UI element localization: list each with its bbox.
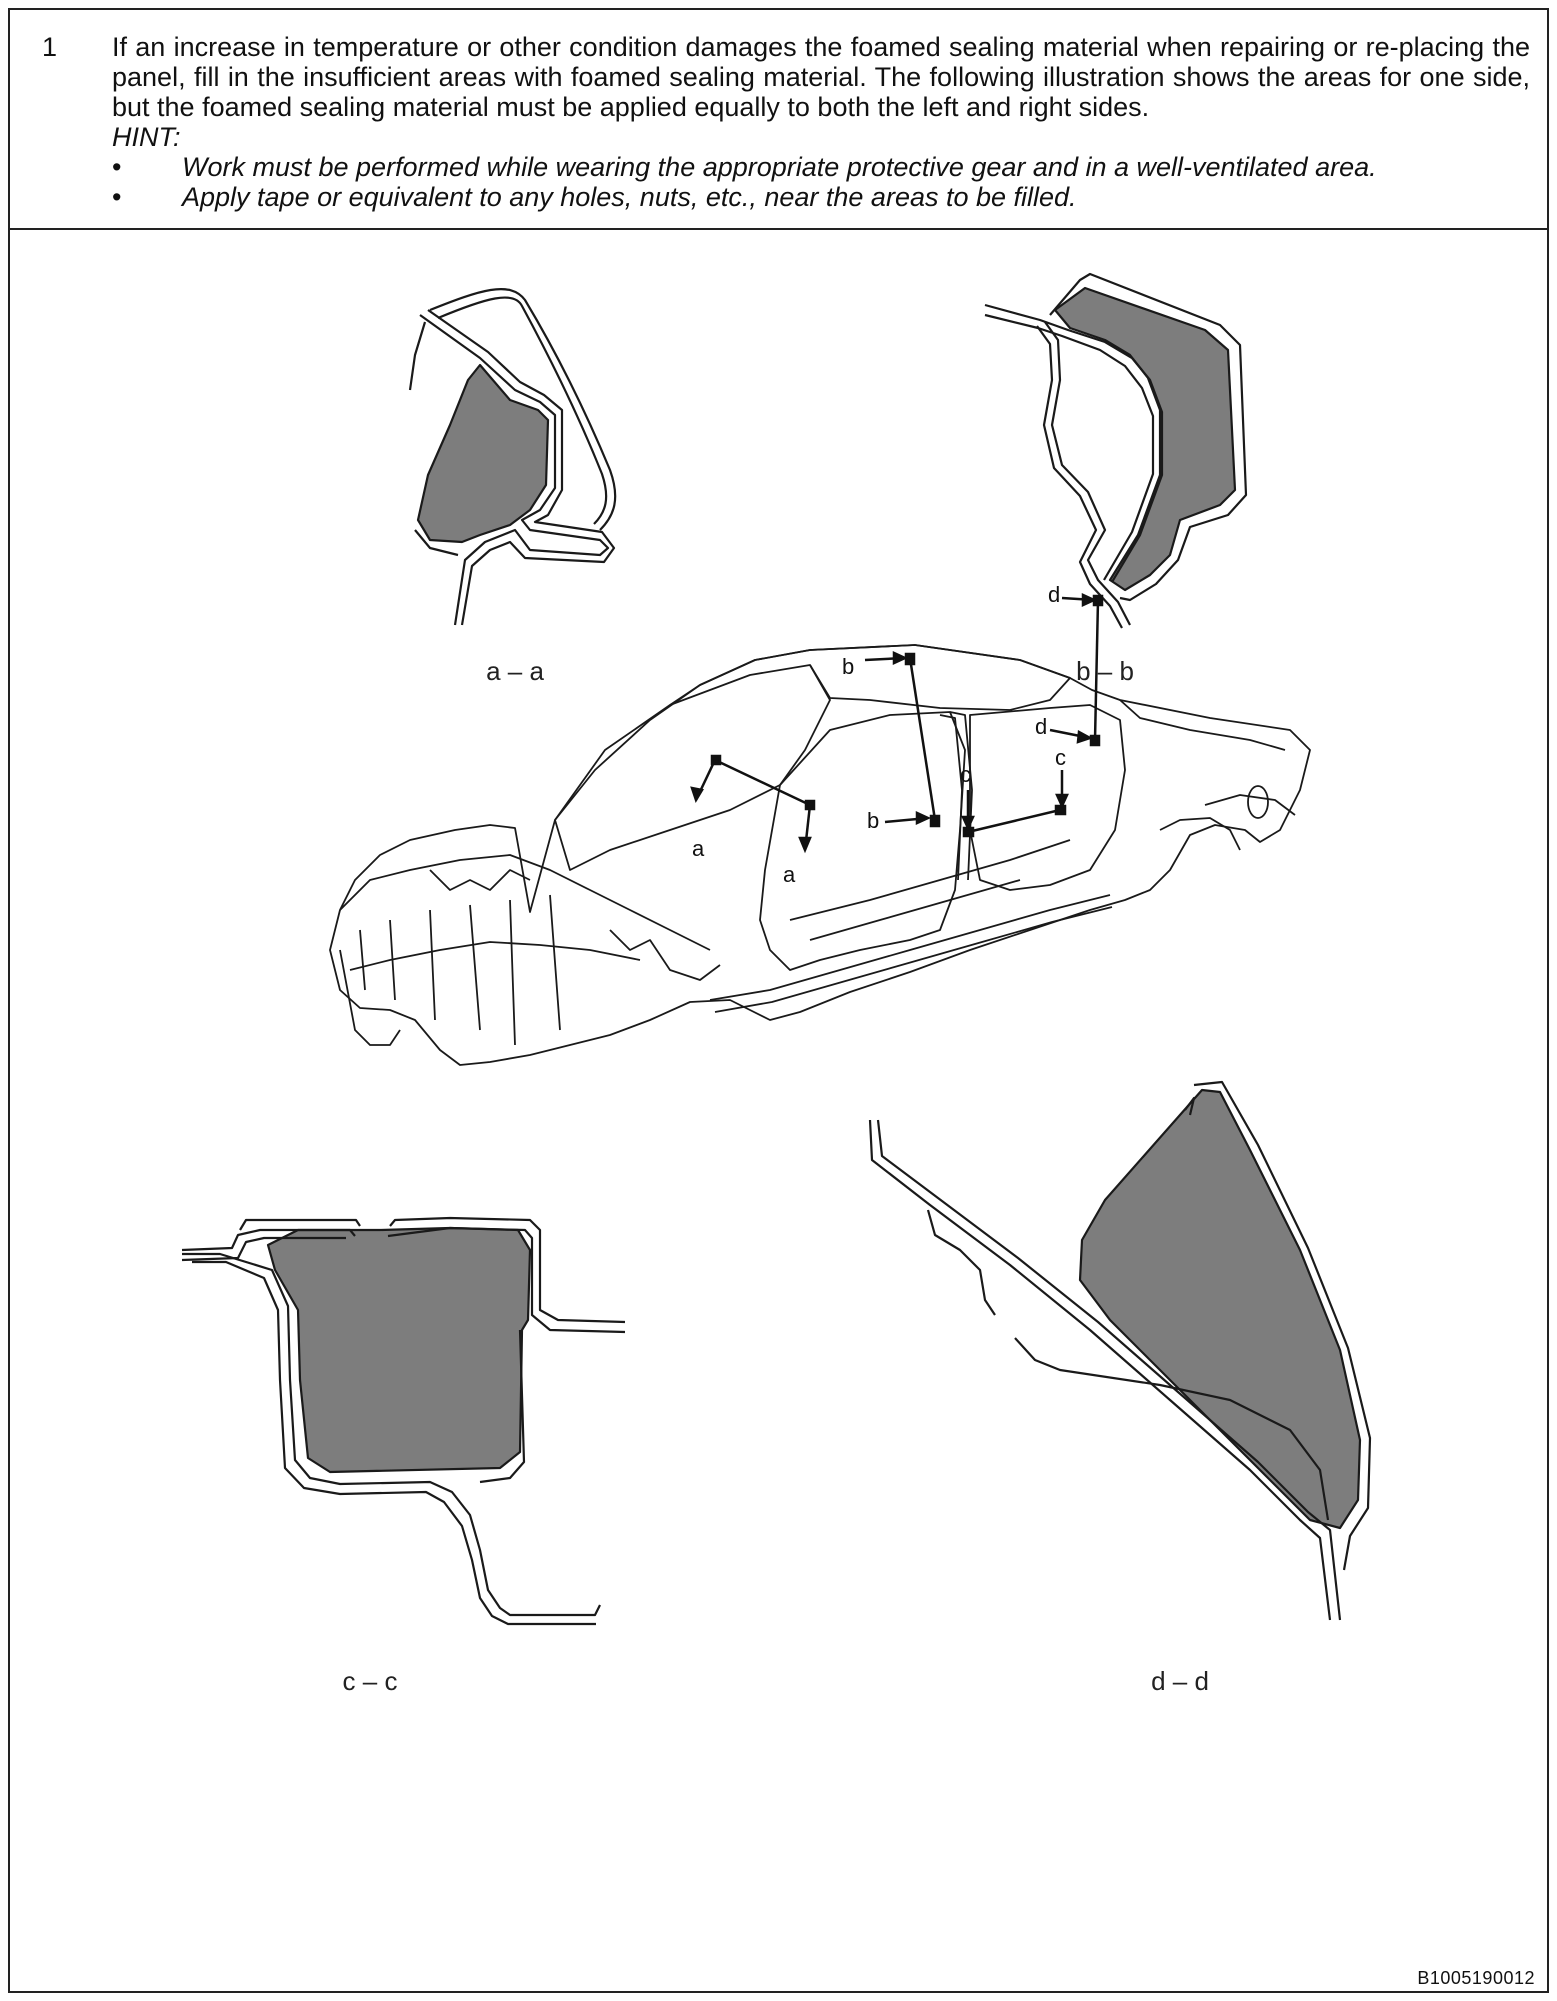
hint-item-text: Work must be performed while wearing the… xyxy=(182,152,1377,182)
callout-label-a-2: a xyxy=(783,862,796,887)
sealant-area-c xyxy=(266,1226,532,1474)
section-b-b-diagram xyxy=(984,272,1248,629)
step-body: If an increase in temperature or other c… xyxy=(112,32,1530,212)
callout-label-b-1: b xyxy=(842,654,854,679)
callout-label-c-1: c xyxy=(960,762,971,787)
step-instruction-text: If an increase in temperature or other c… xyxy=(112,32,1530,122)
callout-label-d-2: d xyxy=(1035,714,1047,739)
illustration-svg: a – a b – b xyxy=(181,272,1372,1696)
hint-item: • Apply tape or equivalent to any holes,… xyxy=(112,182,1530,212)
section-c-c-diagram xyxy=(181,1216,626,1626)
hint-item: • Work must be performed while wearing t… xyxy=(112,152,1530,182)
figure-code: B1005190012 xyxy=(1417,1968,1535,1988)
section-a-a-diagram xyxy=(408,288,617,626)
hint-item-text: Apply tape or equivalent to any holes, n… xyxy=(182,182,1077,212)
sealant-area-d xyxy=(1078,1088,1362,1530)
bullet-icon: • xyxy=(112,152,122,182)
callout-label-c-2: c xyxy=(1055,745,1066,770)
hint-label: HINT: xyxy=(112,122,181,152)
instruction-box: 1 If an increase in temperature or other… xyxy=(10,10,1547,230)
callout-label-b-2: b xyxy=(867,808,879,833)
callout-label-a-1: a xyxy=(692,836,705,861)
sealant-area-a xyxy=(416,363,550,544)
section-caption-c-c: c – c xyxy=(343,1666,398,1696)
section-caption-b-b: b – b xyxy=(1076,656,1134,686)
vehicle-body-illustration xyxy=(329,644,1311,1066)
bullet-icon: • xyxy=(112,182,122,212)
section-markers xyxy=(690,593,1104,854)
illustration-area: a – a b – b xyxy=(10,230,1547,1995)
step-number: 1 xyxy=(42,32,58,62)
sealant-area-b xyxy=(1053,286,1237,592)
section-d-d-diagram xyxy=(868,1080,1372,1621)
callout-label-d-1: d xyxy=(1048,582,1060,607)
document-frame: 1 If an increase in temperature or other… xyxy=(8,8,1549,1993)
section-caption-a-a: a – a xyxy=(486,656,544,686)
section-caption-d-d: d – d xyxy=(1151,1666,1209,1696)
